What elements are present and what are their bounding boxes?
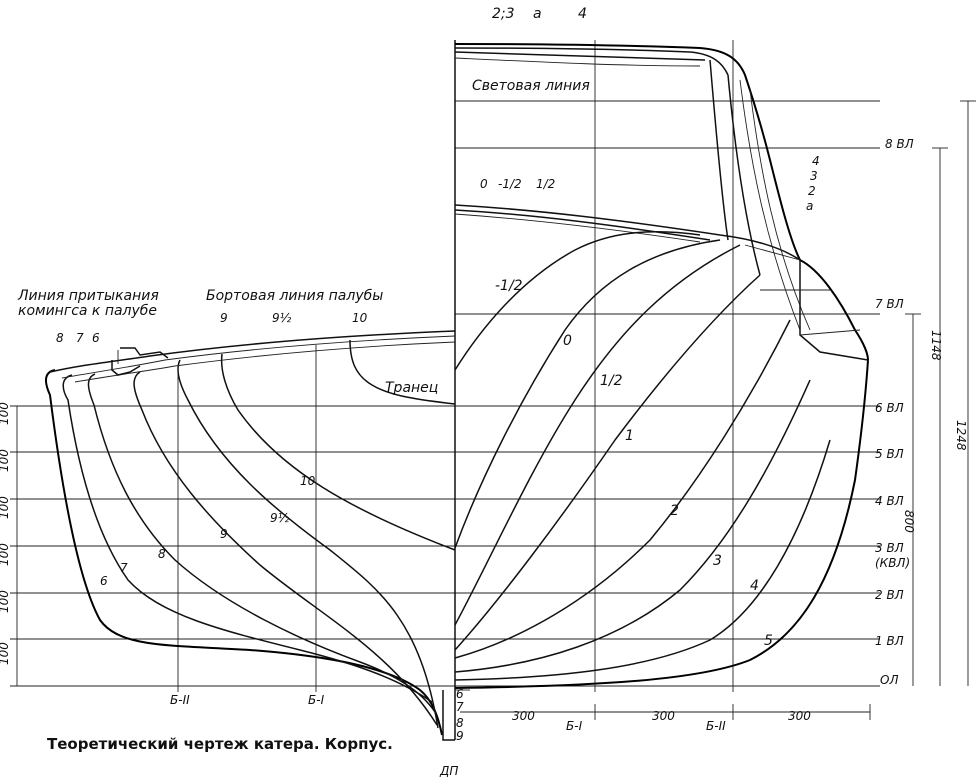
- dimension-labels: 1248 1148 800 100 100 100 100 100 100 30…: [0, 330, 968, 723]
- svg-text:8: 8: [158, 547, 166, 561]
- svg-text:2: 2: [808, 184, 816, 198]
- svg-text:3: 3: [810, 169, 818, 183]
- svg-text:300: 300: [652, 709, 675, 723]
- label-2-3: 2;3: [492, 6, 515, 22]
- drawing-caption: Теоретический чертеж катера. Корпус.: [47, 735, 393, 753]
- svg-text:10: 10: [300, 474, 316, 488]
- stern-sections: [45, 330, 456, 736]
- buttock-grid: [177, 40, 734, 740]
- svg-text:3: 3: [713, 553, 722, 569]
- bow-sections: [454, 43, 869, 689]
- svg-text:Б-I: Б-I: [308, 693, 325, 707]
- svg-text:8: 8: [456, 716, 464, 730]
- bow-frame-labels: -1/2 0 1/2 1 2 3 4 5: [495, 278, 773, 649]
- svg-text:800: 800: [902, 510, 916, 533]
- svg-text:300: 300: [512, 709, 535, 723]
- svg-text:Б-I: Б-I: [566, 719, 583, 733]
- transom-label: Транец: [385, 380, 438, 396]
- svg-text:9: 9: [456, 729, 464, 743]
- svg-text:2 ВЛ: 2 ВЛ: [875, 588, 904, 602]
- bow-right-stack-labels: 4 3 2 а: [806, 154, 820, 213]
- stern-frame-labels: 6 7 8 9 9½ 10 8 7 6 9 9½ 10: [56, 311, 368, 588]
- svg-text:100: 100: [0, 642, 11, 665]
- svg-text:300: 300: [788, 709, 811, 723]
- dp-label: ДП: [439, 764, 458, 778]
- svg-text:6: 6: [456, 687, 464, 701]
- svg-text:1/2: 1/2: [536, 177, 555, 191]
- svg-text:7: 7: [456, 700, 464, 714]
- svg-text:6: 6: [100, 574, 108, 588]
- svg-text:5: 5: [764, 633, 773, 649]
- svg-text:3 ВЛ: 3 ВЛ: [875, 541, 904, 555]
- svg-text:0: 0: [480, 177, 488, 191]
- svg-text:а: а: [806, 199, 813, 213]
- svg-text:8: 8: [56, 331, 64, 345]
- svg-text:8 ВЛ: 8 ВЛ: [885, 137, 914, 151]
- svg-text:7: 7: [120, 561, 128, 575]
- svg-text:Б-II: Б-II: [706, 719, 726, 733]
- svg-text:4: 4: [812, 154, 820, 168]
- svg-text:7: 7: [76, 331, 84, 345]
- svg-text:1148: 1148: [929, 330, 943, 361]
- light-line-label: Световая линия: [472, 78, 590, 94]
- svg-text:4 ВЛ: 4 ВЛ: [875, 494, 904, 508]
- coaming-line-label-1: Линия притыкания: [17, 288, 159, 304]
- keel-frame-labels: 6 7 8 9: [456, 687, 464, 743]
- svg-text:7 ВЛ: 7 ВЛ: [875, 297, 904, 311]
- buttock-labels: Б-II Б-I Б-I Б-II ДП: [170, 693, 726, 778]
- svg-text:2: 2: [670, 503, 679, 519]
- label-4: 4: [578, 6, 587, 22]
- svg-text:ОЛ: ОЛ: [880, 673, 898, 687]
- svg-text:10: 10: [352, 311, 368, 325]
- svg-text:(КВЛ): (КВЛ): [875, 556, 910, 570]
- svg-text:100: 100: [0, 402, 11, 425]
- svg-text:1/2: 1/2: [600, 373, 623, 389]
- svg-text:100: 100: [0, 496, 11, 519]
- svg-text:1: 1: [625, 428, 634, 444]
- svg-text:100: 100: [0, 590, 11, 613]
- svg-text:1248: 1248: [954, 420, 968, 451]
- dimension-lines: [16, 100, 976, 720]
- svg-text:1 ВЛ: 1 ВЛ: [875, 634, 904, 648]
- svg-text:-1/2: -1/2: [498, 177, 522, 191]
- svg-text:6 ВЛ: 6 ВЛ: [875, 401, 904, 415]
- svg-text:100: 100: [0, 449, 11, 472]
- svg-text:4: 4: [750, 578, 759, 594]
- waterline-labels: 8 ВЛ 7 ВЛ 6 ВЛ 5 ВЛ 4 ВЛ 3 ВЛ (КВЛ) 2 ВЛ…: [875, 137, 914, 687]
- svg-text:100: 100: [0, 543, 11, 566]
- svg-text:0: 0: [563, 333, 572, 349]
- waterline-grid: [10, 100, 880, 687]
- svg-text:-1/2: -1/2: [495, 278, 523, 294]
- label-a: а: [533, 6, 542, 22]
- svg-text:9: 9: [220, 527, 228, 541]
- svg-text:Б-II: Б-II: [170, 693, 190, 707]
- top-labels: 2;3 а 4 Световая линия Линия притыкания …: [17, 6, 590, 396]
- bow-frame-top-labels: 0 -1/2 1/2: [480, 177, 555, 191]
- board-line-label: Бортовая линия палубы: [206, 288, 383, 304]
- svg-text:6: 6: [92, 331, 100, 345]
- svg-text:5 ВЛ: 5 ВЛ: [875, 447, 904, 461]
- svg-text:9½: 9½: [272, 311, 292, 325]
- svg-text:9: 9: [220, 311, 228, 325]
- coaming-line-label-2: комингса к палубе: [18, 303, 157, 319]
- svg-text:9½: 9½: [270, 511, 290, 525]
- keel: [442, 690, 455, 741]
